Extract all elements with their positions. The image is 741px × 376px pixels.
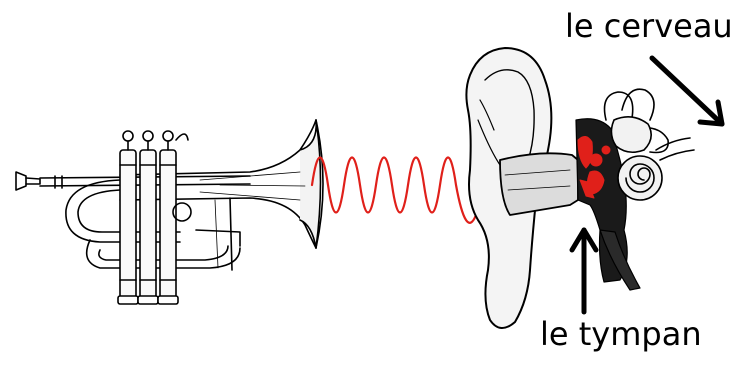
arrow-to-brain: [652, 58, 722, 124]
arrow-to-eardrum: [572, 230, 596, 312]
trumpet-valves: [118, 131, 178, 304]
eardrum-label: le tympan: [540, 318, 702, 350]
trumpet-icon: [16, 120, 323, 304]
inner-ear: [605, 89, 695, 200]
brain-label: le cerveau: [565, 10, 733, 42]
ear-cross-section-icon: [466, 48, 694, 328]
